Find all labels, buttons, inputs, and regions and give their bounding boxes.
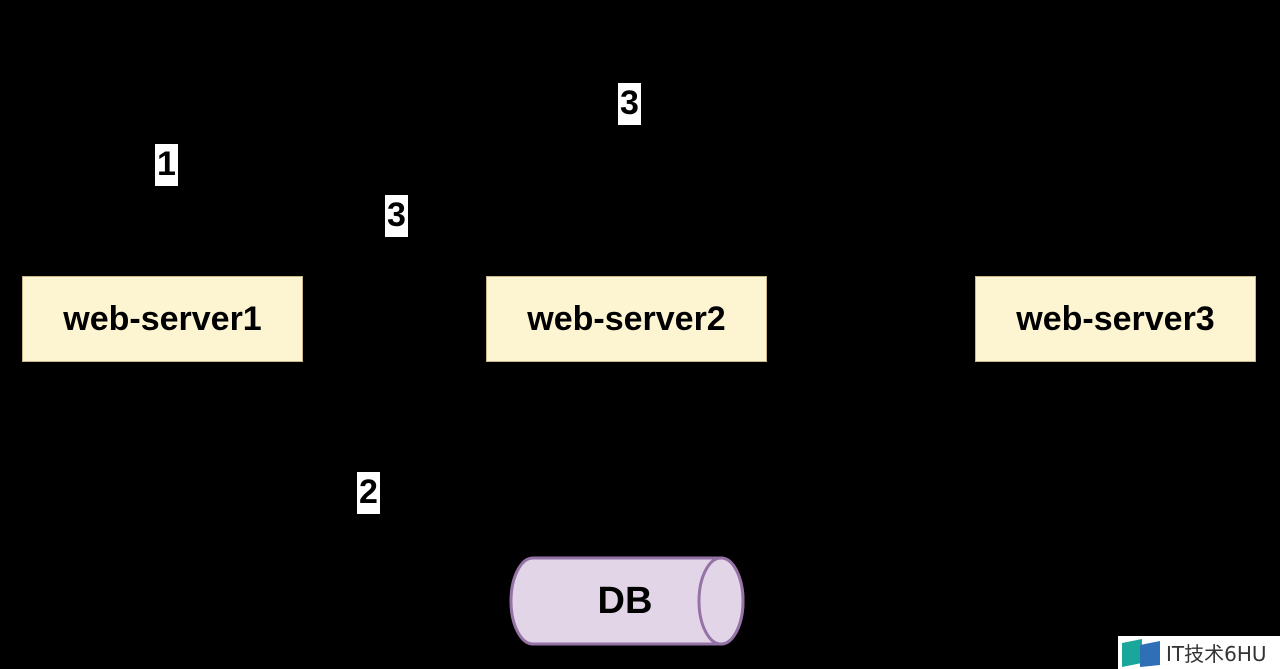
watermark-logo-icon <box>1122 638 1160 667</box>
web-server2-label: web-server2 <box>527 299 726 338</box>
db-cylinder-cap <box>697 556 745 646</box>
step-label-1: 1 <box>155 144 178 186</box>
web-server1-box: web-server1 <box>22 276 303 362</box>
web-server3-label: web-server3 <box>1016 299 1215 338</box>
web-server2-box: web-server2 <box>486 276 767 362</box>
watermark-text: IT技术6HU <box>1166 642 1267 666</box>
step-label-3-mid: 3 <box>385 195 408 237</box>
db-label: DB <box>597 579 653 622</box>
step-label-2: 2 <box>357 472 380 514</box>
watermark: IT技术6HU <box>1118 636 1280 669</box>
step-label-3-top: 3 <box>618 83 641 125</box>
web-server1-label: web-server1 <box>63 299 262 338</box>
web-server3-box: web-server3 <box>975 276 1256 362</box>
